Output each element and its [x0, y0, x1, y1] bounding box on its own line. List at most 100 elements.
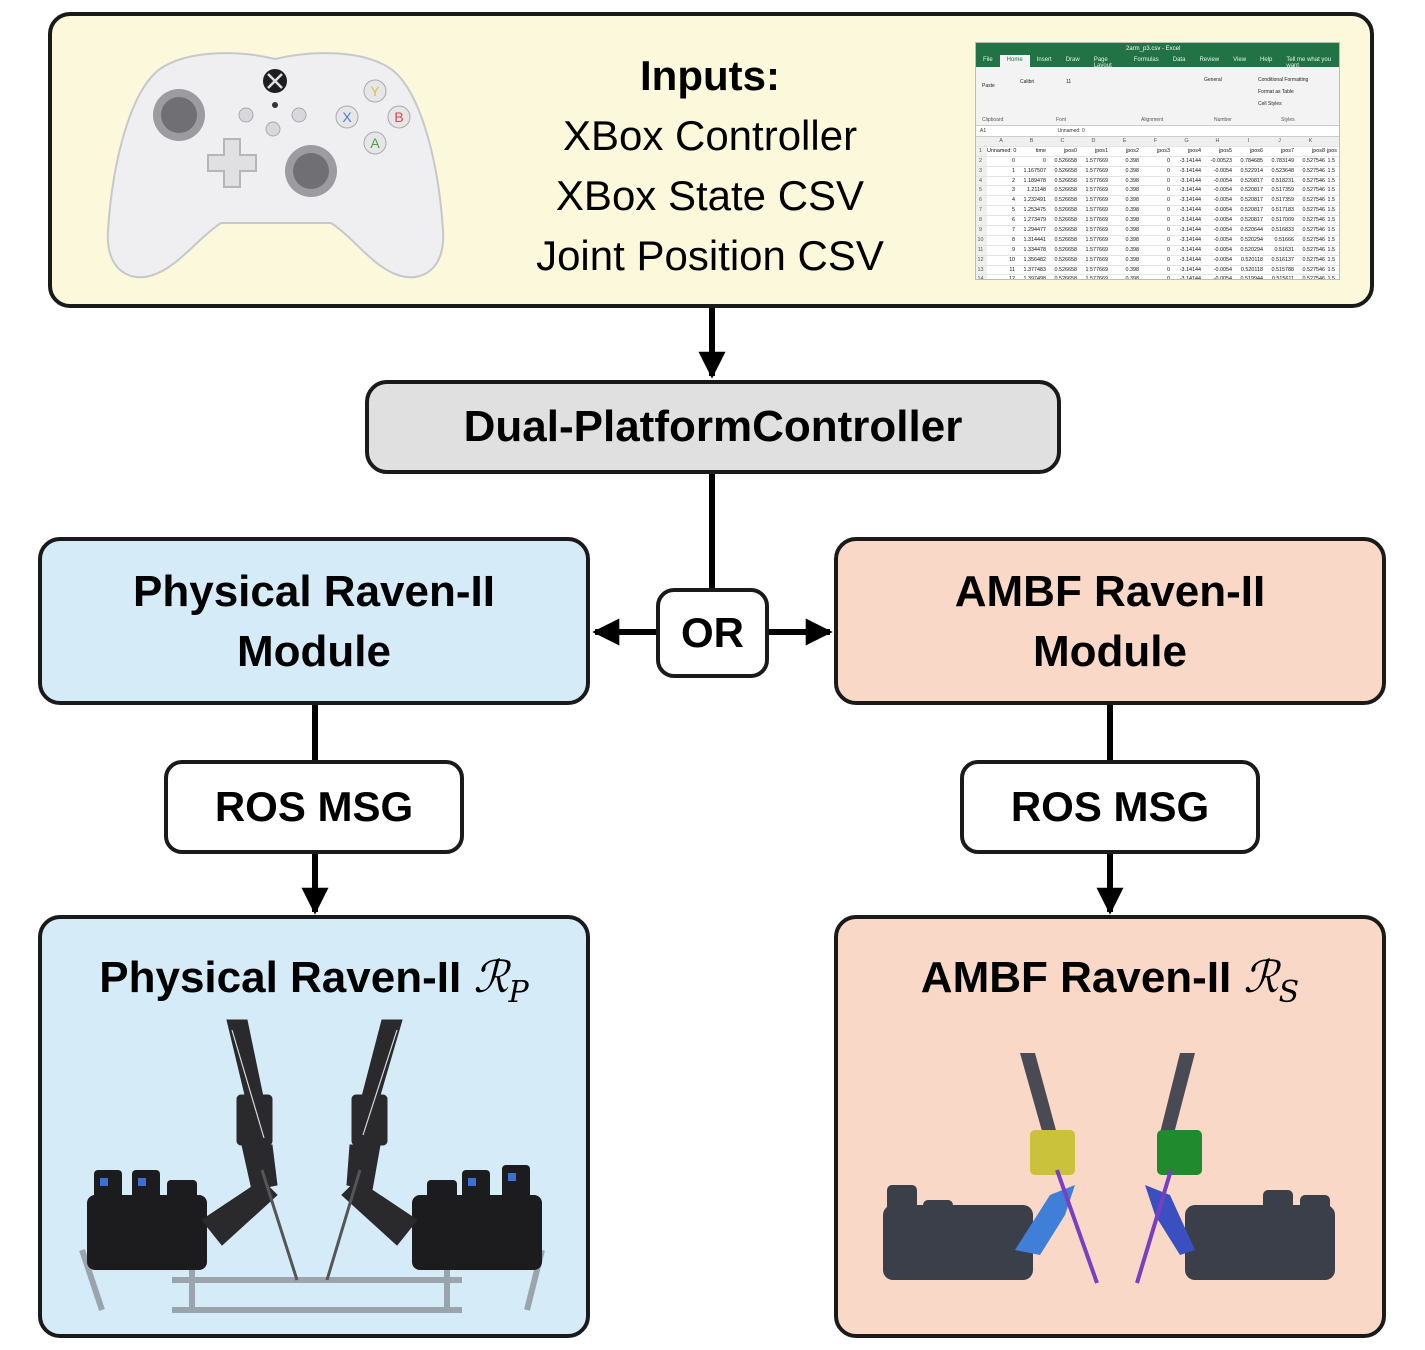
excel-cell: 0.520294 — [1240, 246, 1263, 253]
excel-cell: 0.398 — [1125, 177, 1140, 184]
ambf-module-line2: Module — [1033, 627, 1187, 676]
excel-cell: 0 — [1167, 157, 1170, 164]
excel-ribbon-label: Conditional Formatting — [1258, 77, 1309, 83]
excel-cell: 1.273479 — [1023, 217, 1046, 224]
excel-column-letter: K — [1308, 138, 1313, 144]
excel-ribbon-label: Format as Table — [1258, 89, 1294, 95]
excel-cell: 0 — [1167, 227, 1170, 234]
excel-cell: 0.520817 — [1240, 207, 1263, 214]
excel-column-letter: I — [1247, 138, 1250, 144]
excel-cell: 1.577669 — [1085, 167, 1108, 174]
excel-cell: 1.5 — [1327, 217, 1336, 224]
excel-ribbon-label: 11 — [1066, 79, 1072, 85]
excel-cell: 0.398 — [1125, 246, 1140, 253]
excel-cell: 0.520644 — [1240, 227, 1263, 234]
excel-cell: 0.526658 — [1054, 236, 1077, 243]
excel-cell: 0.526658 — [1054, 177, 1077, 184]
excel-cell: 0.398 — [1125, 167, 1140, 174]
excel-tab: Insert — [1036, 57, 1052, 63]
or-label: OR — [681, 609, 744, 656]
excel-cell: jpos1 — [1095, 147, 1108, 154]
excel-cell: 1.5 — [1327, 177, 1336, 184]
excel-cell: 1.577669 — [1085, 197, 1108, 204]
excel-cell: 1 — [976, 146, 987, 156]
excel-cell: 1.577669 — [1085, 187, 1108, 194]
excel-cell: 1.167507 — [1023, 167, 1046, 174]
excel-cell: 5 — [1012, 207, 1015, 214]
excel-ribbon-label: Paste — [982, 83, 995, 89]
ros-msg-left-box — [164, 760, 464, 854]
excel-cell: jpos7 — [1281, 147, 1294, 154]
excel-cell: 0.517009 — [1271, 217, 1294, 224]
excel-cell: 0.527546 — [1302, 266, 1325, 273]
excel-column-letter: A — [999, 138, 1003, 144]
excel-tab: Formulas — [1133, 57, 1159, 63]
excel-cell: -3.14144 — [1179, 197, 1201, 204]
excel-ribbon: Paste Calibri 11 General Conditional Formatt… — [976, 67, 1339, 126]
excel-cell: 0.526658 — [1054, 266, 1077, 273]
excel-cell: 1.5 — [1327, 167, 1336, 174]
excel-cell: 1.294477 — [1023, 227, 1046, 234]
excel-cell: -3.14144 — [1179, 276, 1201, 280]
excel-cell: 0.520118 — [1240, 266, 1263, 273]
excel-cell: -0.0054 — [1213, 177, 1232, 184]
excel-cell: 6 — [976, 196, 987, 206]
excel-cell: 0 — [1167, 177, 1170, 184]
excel-cell: 11 — [1009, 266, 1015, 273]
excel-cell: 0.398 — [1125, 187, 1140, 194]
excel-cell: 13 — [976, 265, 987, 275]
ambf-raven-module-box — [834, 537, 1386, 705]
excel-cell: 0.520118 — [1240, 256, 1263, 263]
excel-tab: Tell me what you want — [1286, 57, 1332, 69]
excel-cell: 0.517183 — [1271, 207, 1294, 214]
physical-raven-module-label: Physical Raven-II Module — [38, 562, 590, 682]
excel-cell: 1.5 — [1327, 187, 1336, 194]
excel-cell: jpos4 — [1188, 147, 1201, 154]
excel-cell: 12 — [976, 255, 987, 265]
excel-cell: 0 — [1167, 276, 1170, 280]
excel-ribbon-label: General — [1204, 77, 1222, 83]
excel-cell: 0 — [1167, 187, 1170, 194]
excel-column-letter: D — [1091, 138, 1096, 144]
excel-cell: 1 — [1012, 167, 1015, 174]
excel-cell: 1.5 — [1327, 227, 1336, 234]
excel-cell: 0.527546 — [1302, 187, 1325, 194]
excel-tab: Draw — [1065, 57, 1080, 63]
excel-cell: jpos8 — [1312, 147, 1325, 154]
excel-cell: 7 — [1012, 227, 1015, 234]
physical-raven-robot-title: Physical Raven-II ℛP — [38, 948, 590, 1023]
excel-ribbon-label: Calibri — [1020, 79, 1035, 85]
excel-cell: 0.526658 — [1054, 207, 1077, 214]
button-x-label: X — [342, 109, 352, 125]
excel-cell: 0.783149 — [1271, 157, 1294, 164]
excel-cell: 2 — [976, 156, 987, 166]
excel-cell: 1.577669 — [1085, 177, 1108, 184]
ambf-robot-symbol-sub: S — [1278, 974, 1300, 1010]
excel-cell: 0.516137 — [1271, 256, 1294, 263]
excel-ribbon-group: Clipboard — [982, 117, 1004, 123]
excel-cell: 0.398 — [1125, 266, 1140, 273]
excel-cell: Unnamed: 0 — [987, 147, 1017, 154]
excel-cell: 4 — [1012, 197, 1015, 204]
physical-robot-symbol-r: ℛ — [473, 952, 509, 1003]
excel-cell: 0.398 — [1125, 236, 1140, 243]
excel-cell: 0.520817 — [1240, 197, 1263, 204]
excel-cell: 2 — [1012, 177, 1015, 184]
excel-column-letter: G — [1184, 138, 1189, 144]
excel-cell: 0.398 — [1125, 157, 1140, 164]
excel-cell: -3.14144 — [1179, 187, 1201, 194]
excel-cell: -0.00523 — [1210, 157, 1232, 164]
excel-cell: -0.0054 — [1213, 227, 1232, 234]
excel-cell: 0.527546 — [1302, 227, 1325, 234]
excel-cell: -3.14144 — [1179, 207, 1201, 214]
excel-cell: 0.51666 — [1274, 236, 1295, 243]
excel-cell: 8 — [976, 216, 987, 226]
